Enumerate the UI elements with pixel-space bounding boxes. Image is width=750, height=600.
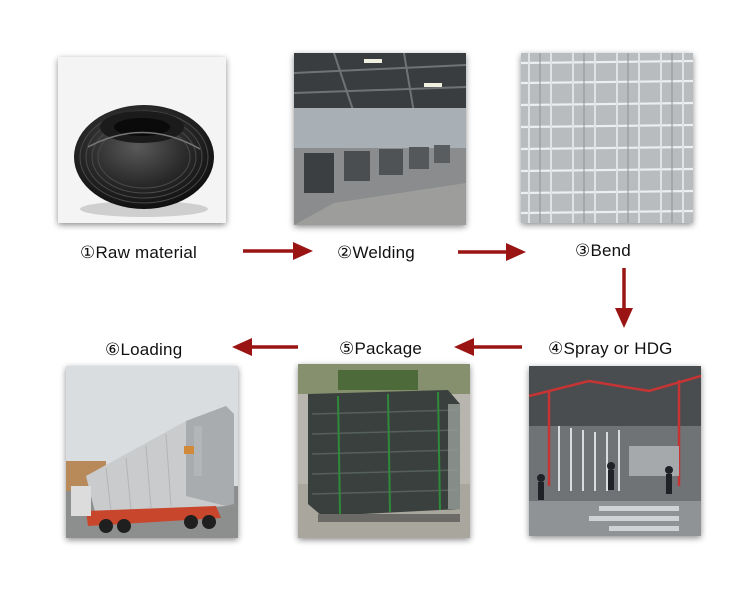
packaged-pallet-image — [298, 364, 470, 538]
raw-material-photo — [58, 57, 226, 223]
package-photo — [298, 364, 470, 538]
container-truck-image — [66, 366, 238, 538]
bend-photo — [521, 53, 693, 223]
arrow-down-icon — [614, 268, 634, 328]
welding-workshop-image — [294, 53, 466, 225]
arrow-left-2-icon — [232, 337, 298, 357]
bent-mesh-panels-image — [521, 53, 693, 223]
loading-photo — [66, 366, 238, 538]
welding-photo — [294, 53, 466, 225]
arrow-right-1-icon — [243, 241, 313, 261]
arrow-left-1-icon — [454, 337, 522, 357]
step-label-welding: ②Welding — [337, 243, 415, 262]
wire-coil-image — [58, 57, 226, 223]
step-label-raw-material: ①Raw material — [80, 243, 198, 262]
spray-hdg-photo — [529, 366, 701, 536]
step-label-bend: ③Bend — [575, 241, 631, 260]
arrow-right-2-icon — [458, 242, 526, 262]
step-label-loading: ⑥Loading — [105, 340, 183, 359]
step-label-spray-or-hdg: ④Spray or HDG — [548, 339, 673, 358]
step-label-package: ⑤Package — [339, 339, 422, 358]
spray-galvanizing-line-image — [529, 366, 701, 536]
